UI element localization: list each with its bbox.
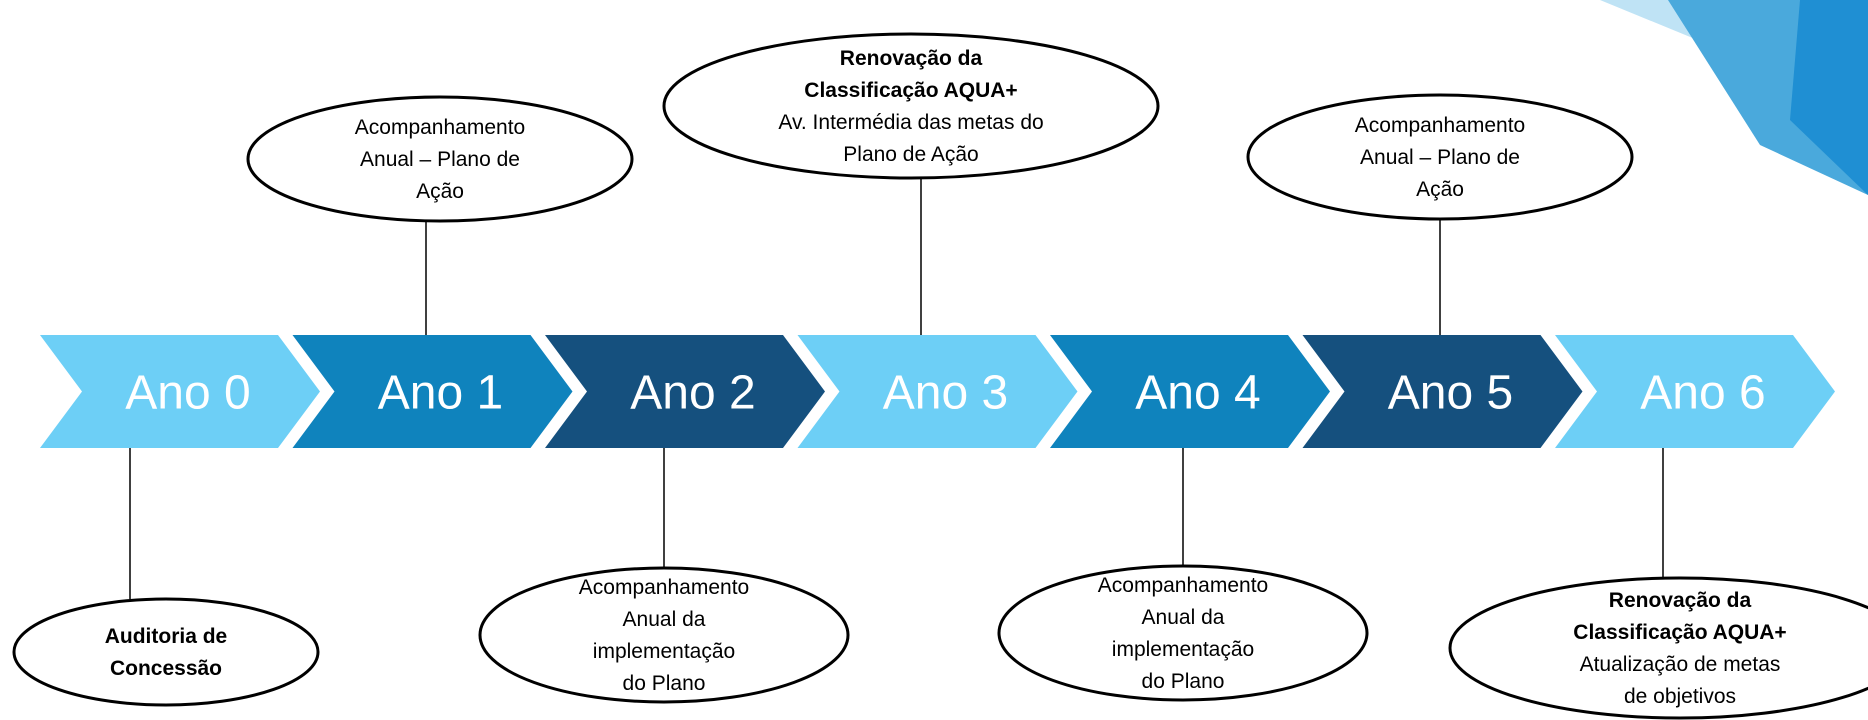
milestone-oval (1246, 93, 1634, 221)
milestone-text-line: Renovação da (1609, 589, 1752, 612)
milestone-text-line: Anual da (623, 608, 706, 631)
milestone-text-line: Plano de Ação (843, 143, 978, 166)
chevron-arrow (545, 335, 825, 448)
chevron-arrow (292, 335, 573, 448)
year-label: Ano 4 (1135, 367, 1260, 420)
year-label: Ano 0 (125, 367, 250, 420)
milestone-text-line: Anual – Plano de (1360, 146, 1520, 169)
milestone-text-line: do Plano (1142, 670, 1225, 693)
milestone-ovals: Auditoria deConcessãoAcompanhamentoAnual… (12, 32, 1868, 720)
chevron-arrow (797, 335, 1078, 448)
milestone-text-line: Acompanhamento (355, 116, 525, 139)
milestone-oval (246, 95, 634, 223)
milestone-text-line: Classificação AQUA+ (1573, 621, 1786, 644)
chevron-arrow (1050, 335, 1330, 448)
milestone-text-line: de objetivos (1624, 685, 1736, 708)
milestone-oval (12, 597, 320, 707)
milestone-ano-0: Auditoria de Concessão (12, 597, 320, 707)
milestone-text-line: Auditoria de (105, 625, 228, 648)
milestone-text-line: Classificação AQUA+ (804, 79, 1017, 102)
timeline-step-ano-5: Ano 5 (1302, 335, 1583, 448)
timeline-step-ano-3: Ano 3 (797, 335, 1078, 448)
milestone-oval (478, 566, 850, 704)
milestone-oval (1448, 576, 1868, 720)
year-label: Ano 3 (883, 367, 1008, 420)
milestone-text-line: Acompanhamento (1098, 574, 1268, 597)
milestone-text-line: do Plano (623, 672, 706, 695)
milestone-ano-3: Renovação da Classificação AQUA+ Av. Inter… (662, 32, 1160, 180)
timeline-step-ano-6: Ano 6 (1555, 335, 1835, 448)
milestone-text-line: Ação (416, 180, 464, 203)
corner-decoration (1600, 0, 1868, 195)
milestone-text-line: Av. Intermédia das metas do (778, 111, 1043, 134)
chevron-arrow (1302, 335, 1583, 448)
milestone-text-line: implementação (593, 640, 735, 663)
milestone-text-line: Ação (1416, 178, 1464, 201)
year-label: Ano 2 (630, 367, 755, 420)
milestone-text-line: Atualização de metas (1580, 653, 1781, 676)
timeline-step-ano-0: Ano 0 (40, 335, 320, 448)
milestone-text-line: Anual da (1142, 606, 1225, 629)
chevron-arrow (40, 335, 320, 448)
year-label: Ano 5 (1388, 367, 1513, 420)
milestone-ano-6: Renovação da Classificação AQUA+ Atualizaç… (1448, 576, 1868, 720)
milestone-text-line: Concessão (110, 657, 222, 680)
milestone-text-line: implementação (1112, 638, 1254, 661)
chevron-arrow (1555, 335, 1835, 448)
year-label: Ano 6 (1640, 367, 1765, 420)
milestone-oval (997, 564, 1369, 702)
milestone-text-line: Acompanhamento (1355, 114, 1525, 137)
milestone-oval (662, 32, 1160, 180)
timeline-step-ano-4: Ano 4 (1050, 335, 1330, 448)
timeline-step-ano-1: Ano 1 (292, 335, 573, 448)
milestone-text-line: Acompanhamento (579, 576, 749, 599)
timeline-arrows: Ano 0 Ano 1 Ano 2 Ano 3 Ano 4 Ano 5 Ano 6 (40, 335, 1835, 448)
corner-shape-dark (1790, 0, 1868, 195)
milestone-text-line: Renovação da (840, 47, 983, 70)
timeline-step-ano-2: Ano 2 (545, 335, 825, 448)
year-label: Ano 1 (378, 367, 503, 420)
milestone-text-line: Anual – Plano de (360, 148, 520, 171)
